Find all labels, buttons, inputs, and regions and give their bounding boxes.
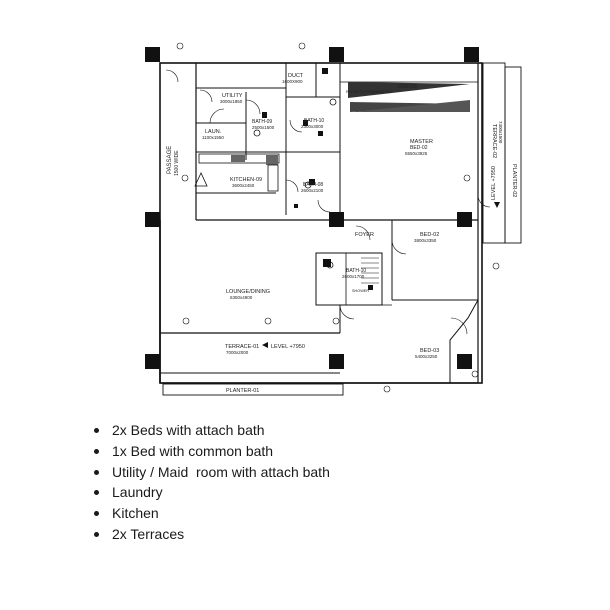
feature-item: Utility / Maid room with attach bath	[92, 462, 330, 483]
room-bed02-dims: 3800x3350	[414, 238, 437, 243]
room-labels: DUCT 1600X900 UTILITY 3000x1850 DRESS RE…	[202, 73, 439, 394]
room-duct: DUCT	[288, 73, 304, 79]
dress-note: REFER TO DRAWING NO:	[346, 90, 392, 94]
structural-columns	[145, 47, 479, 369]
room-laun-dims: 1100x1550	[202, 135, 224, 140]
room-lounge-dims: 6350x4900	[230, 295, 253, 300]
room-bath: BATH-10	[346, 268, 366, 274]
feature-item: 1x Bed with common bath	[92, 441, 330, 462]
passage-label: PASSAGE	[167, 146, 173, 174]
room-bath08-dims: 2600x2100	[301, 188, 324, 193]
room-master-dims: 5550x3925	[405, 151, 428, 156]
room-kitchen-dims: 3600x2450	[232, 183, 255, 188]
vertical-labels: PASSAGE 1500 WIDE TERRACE-02 7400x1500 L…	[167, 121, 517, 200]
passage-dims: 1500 WIDE	[174, 150, 180, 176]
planter01-label: PLANTER-01	[226, 388, 259, 394]
room-master-sub: BED-02	[410, 145, 428, 151]
feature-list: 2x Beds with attach bath 1x Bed with com…	[92, 420, 330, 545]
floor-plan: DUCT 1600X900 UTILITY 3000x1850 DRESS RE…	[145, 42, 522, 396]
room-utility: UTILITY	[222, 93, 243, 99]
room-utility-dims: 3000x1850	[220, 99, 243, 104]
room-bed03-dims: 5400x3250	[415, 354, 438, 359]
terrace02-label: TERRACE-02	[491, 124, 497, 158]
room-master: MASTER	[410, 139, 433, 145]
level-right: LEVEL +7950	[491, 166, 497, 200]
feature-item: 2x Beds with attach bath	[92, 420, 330, 441]
room-terrace01-dims: 7000x2000	[226, 350, 249, 355]
room-bath08: BATH-08	[303, 182, 323, 188]
room-bath10-dims: 2300x3000	[301, 124, 324, 129]
room-bath10: BATH-10	[304, 118, 324, 124]
room-foyer: FOYER	[355, 232, 374, 238]
terrace02-dims: 7400x1500	[498, 121, 503, 144]
kitchen-arrow	[194, 172, 208, 187]
fixtures	[253, 68, 373, 290]
feature-item: 2x Terraces	[92, 524, 330, 545]
planter02-label: PLANTER-02	[511, 164, 517, 197]
room-kitchen: KITCHEN-09	[230, 177, 262, 183]
level-center: LEVEL +7950	[271, 344, 305, 350]
room-duct-dims: 1600X900	[282, 79, 303, 84]
room-lounge: LOUNGE/DINING	[226, 289, 270, 295]
interior-walls	[196, 63, 478, 333]
outer-walls	[159, 62, 522, 396]
door-swings	[165, 69, 491, 335]
room-bath-dims: 2600x1700	[342, 274, 365, 279]
dress-shelving	[348, 82, 470, 112]
level-markers	[262, 202, 500, 348]
room-dress: DRESS	[398, 84, 417, 90]
room-bath09-dims: 2500x1500	[252, 125, 275, 130]
room-laun: LAUN.	[205, 129, 222, 135]
feature-item: Laundry	[92, 482, 330, 503]
room-bed02: BED-02	[420, 232, 439, 238]
room-bed03: BED-03	[420, 348, 439, 354]
kitchen-counter	[198, 153, 280, 192]
shower-label: SHOWER	[352, 289, 369, 293]
room-bath09: BATH-09	[252, 119, 272, 125]
room-terrace01: TERRACE-01	[225, 344, 259, 350]
stair-marks	[361, 257, 379, 284]
section-markers	[176, 42, 500, 393]
feature-item: Kitchen	[92, 503, 330, 524]
